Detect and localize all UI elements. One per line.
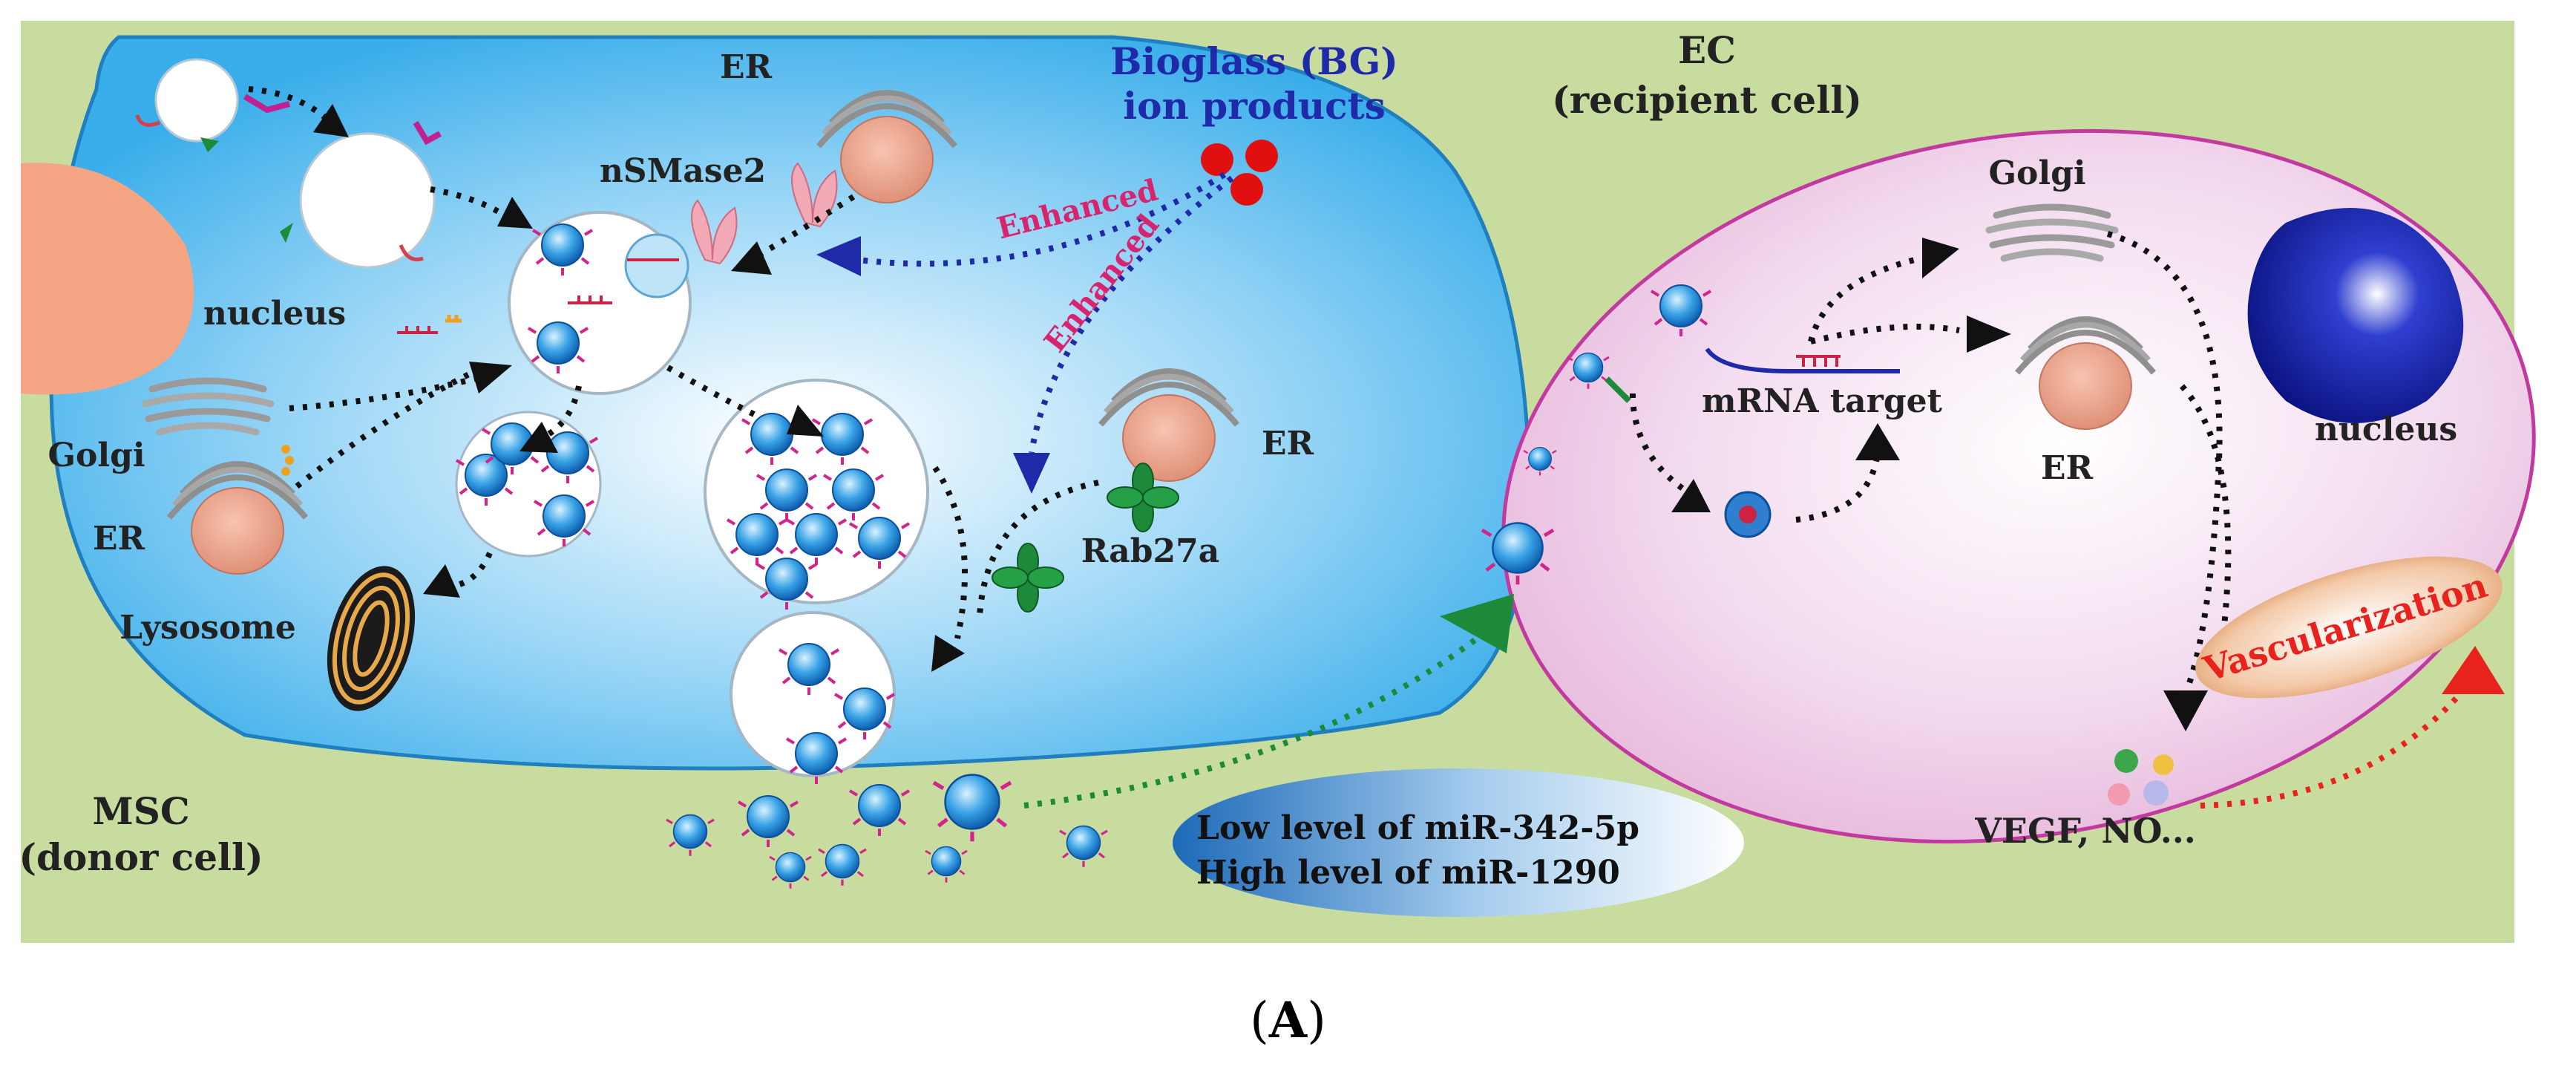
- panel-label: A: [1268, 991, 1308, 1049]
- mirna-icon: [568, 295, 612, 304]
- vascularization-arrowhead: [2442, 646, 2505, 694]
- msc-nucleus: [21, 163, 194, 395]
- mirna-high-label: High level of miR-1290: [1196, 854, 1620, 892]
- er-right-msc-label: ER: [1262, 425, 1314, 463]
- lysosome-icon: [327, 566, 416, 711]
- recipient-cell-label: (recipient cell): [1552, 78, 1862, 122]
- nsmase2-label: nSMase2: [600, 152, 766, 190]
- bioglass-label: Bioglass (BG): [1110, 39, 1398, 83]
- msc-label: MSC: [92, 789, 189, 833]
- nsmase2-enzyme-icon: [691, 199, 738, 265]
- cargo-dot: [285, 456, 294, 465]
- receptor-icon: [243, 94, 291, 114]
- budding-vesicle: [154, 58, 239, 143]
- ec-pathway-arrows: [1630, 231, 2232, 685]
- vegf-dot: [2143, 780, 2169, 806]
- ec-arrowheads: [1671, 238, 2208, 731]
- rab27a-label: Rab27a: [1081, 532, 1220, 570]
- enhanced-arrow-2: [1029, 175, 1234, 454]
- budding-exosome: [624, 233, 689, 298]
- donor-cell-label: (donor cell): [19, 835, 263, 879]
- receptor-icon: [1605, 376, 1631, 403]
- vascularization-arrow: [2200, 696, 2459, 809]
- mirna-icon: [397, 326, 438, 334]
- lysosome-label: Lysosome: [119, 609, 296, 647]
- ion-dot: [1201, 143, 1233, 176]
- vegf-label: VEGF, NO...: [1974, 811, 2196, 851]
- vegf-dot: [2108, 783, 2130, 806]
- vegf-dot: [2153, 754, 2174, 775]
- nsmase2-enzyme-icon: [791, 162, 838, 228]
- mvb-large: [704, 379, 929, 604]
- cargo-dot: [281, 467, 290, 476]
- protein-icon: [280, 223, 293, 243]
- transfer-arrowhead: [1440, 594, 1514, 653]
- golgi-left-label: Golgi: [47, 437, 145, 474]
- mirna-level-banner: [1173, 768, 1744, 917]
- mrna-strand: [1705, 347, 1900, 373]
- rna-strand-icon: [135, 114, 160, 127]
- arrowhead: [816, 236, 861, 276]
- vegf-dot: [2114, 749, 2138, 773]
- ion-dot: [1245, 140, 1278, 172]
- er-ec-label: ER: [2041, 449, 2094, 487]
- mrna-target-label: mRNA target: [1702, 382, 1943, 420]
- exosome-cargo: [1739, 506, 1757, 523]
- vascularization-badge: [2195, 556, 2503, 699]
- mirna-low-label: Low level of miR-342-5p: [1196, 809, 1639, 847]
- panel-caption: (A): [1250, 991, 1326, 1049]
- arrowhead: [1013, 453, 1050, 494]
- er-left-label: ER: [93, 520, 145, 558]
- cargo-icon: [445, 315, 462, 323]
- receptor-icon: [413, 120, 442, 146]
- ec-label: EC: [1678, 28, 1736, 72]
- rna-strand-icon: [399, 244, 424, 261]
- ec-nucleus: [2247, 208, 2464, 423]
- early-endosome: [299, 132, 436, 269]
- nucleus-left-label: nucleus: [203, 295, 346, 333]
- golgi-ec-label: Golgi: [1988, 154, 2085, 192]
- nucleus-ec-label: nucleus: [2315, 411, 2457, 448]
- protein-icon: [200, 137, 219, 152]
- ion-dot: [1230, 173, 1263, 206]
- er-top-label: ER: [720, 48, 773, 86]
- ion-products-label: ion products: [1123, 84, 1386, 128]
- cargo-dot: [281, 445, 290, 454]
- mirna-binding-icon: [1796, 355, 1841, 367]
- transfer-arrow: [1023, 636, 1479, 809]
- pathway-arrowheads: [313, 104, 965, 672]
